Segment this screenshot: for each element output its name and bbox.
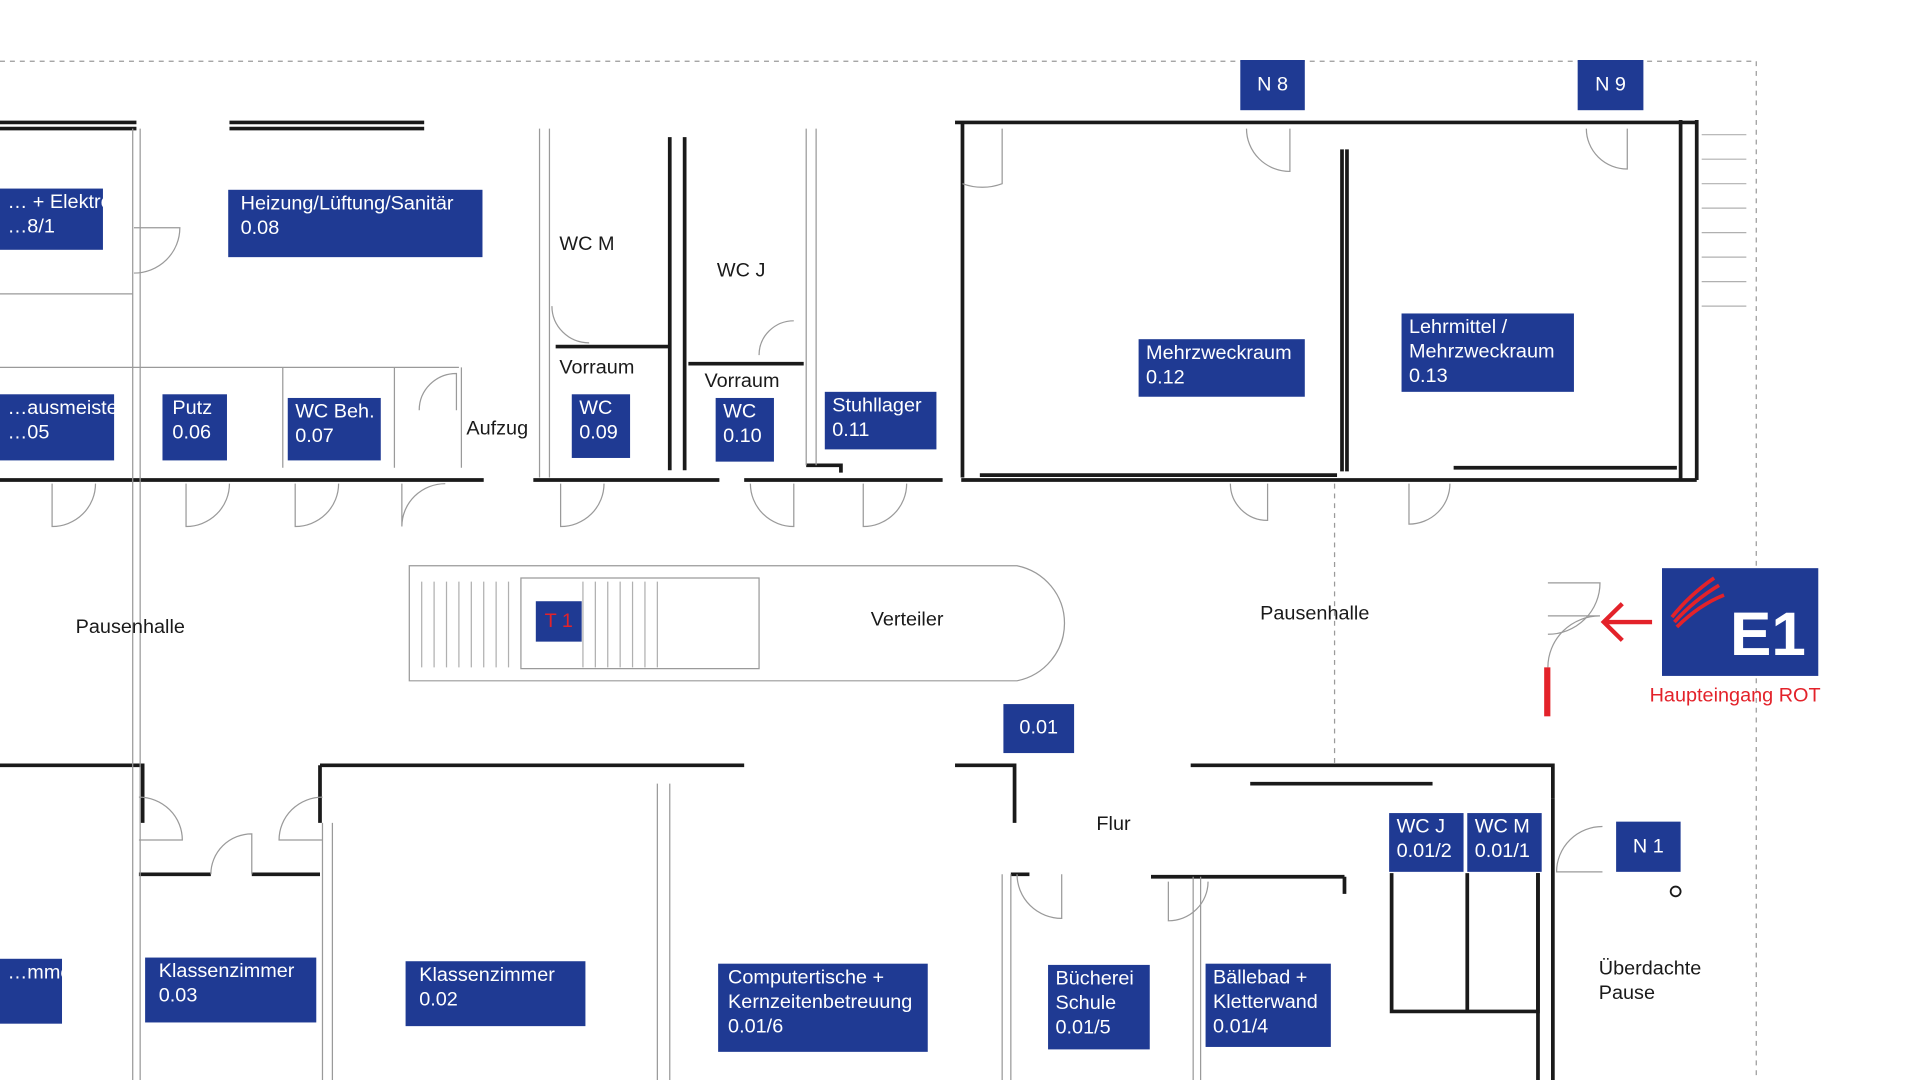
entrance-wall-mark <box>1544 667 1551 717</box>
entrance-code: E1 <box>1730 600 1806 669</box>
label-pausenhalle-left: Pausenhalle <box>75 617 185 638</box>
marker-stair-t1: T 1 <box>535 601 582 642</box>
marker-n9: N 9 <box>1577 60 1644 111</box>
label-aufzug: Aufzug <box>466 418 529 440</box>
marker-n1: N 1 <box>1616 821 1681 872</box>
label-flur: Flur <box>1096 814 1131 836</box>
label-pausenhalle-right: Pausenhalle <box>1260 603 1370 625</box>
room-label-hausmeister: …ausmeister…05 <box>0 394 124 461</box>
label-wc-m: WC M <box>559 233 615 255</box>
label-vorraum-1: Vorraum <box>559 357 635 379</box>
arrow-left-icon <box>1600 602 1653 642</box>
room-label-klassenzimmer-left: …mmer <box>0 958 78 1024</box>
logo-swoosh-icon <box>1670 576 1725 629</box>
room-label-wc-beh: WC Beh.0.07 <box>287 397 381 461</box>
marker-n8: N 8 <box>1240 60 1305 111</box>
entrance-caption: Haupteingang ROT <box>1649 685 1821 707</box>
marker-room-001: 0.01 <box>1003 704 1075 754</box>
label-vorraum-2: Vorraum <box>704 371 780 392</box>
entrance-e1-badge: E1 <box>1662 568 1819 676</box>
label-wc-j: WC J <box>716 260 766 282</box>
label-ueberdachte-pause: Überdachte Pause <box>1598 958 1702 1005</box>
room-label-elektro: … + Elektro…8/1 <box>0 188 112 250</box>
label-verteiler: Verteiler <box>870 609 944 631</box>
